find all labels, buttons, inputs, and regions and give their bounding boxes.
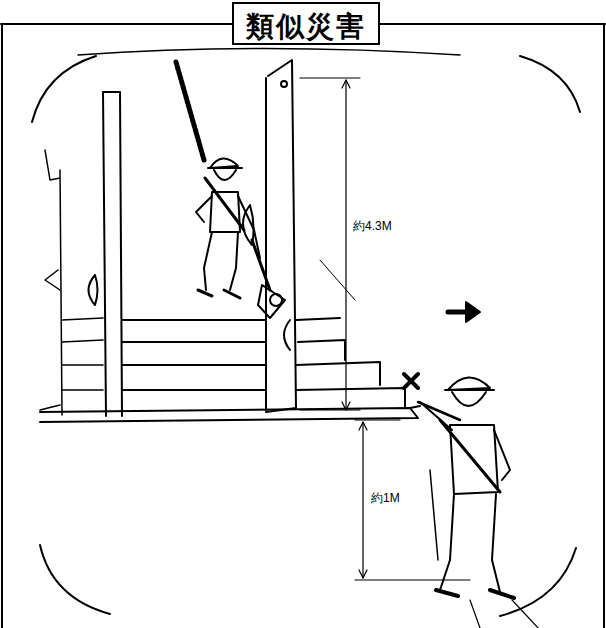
dimension-label: 約4.3M <box>352 218 393 235</box>
dimension-label: 約1M <box>370 490 401 507</box>
title-box: 類似災害 <box>232 2 380 45</box>
title-text: 類似災害 <box>246 10 366 43</box>
